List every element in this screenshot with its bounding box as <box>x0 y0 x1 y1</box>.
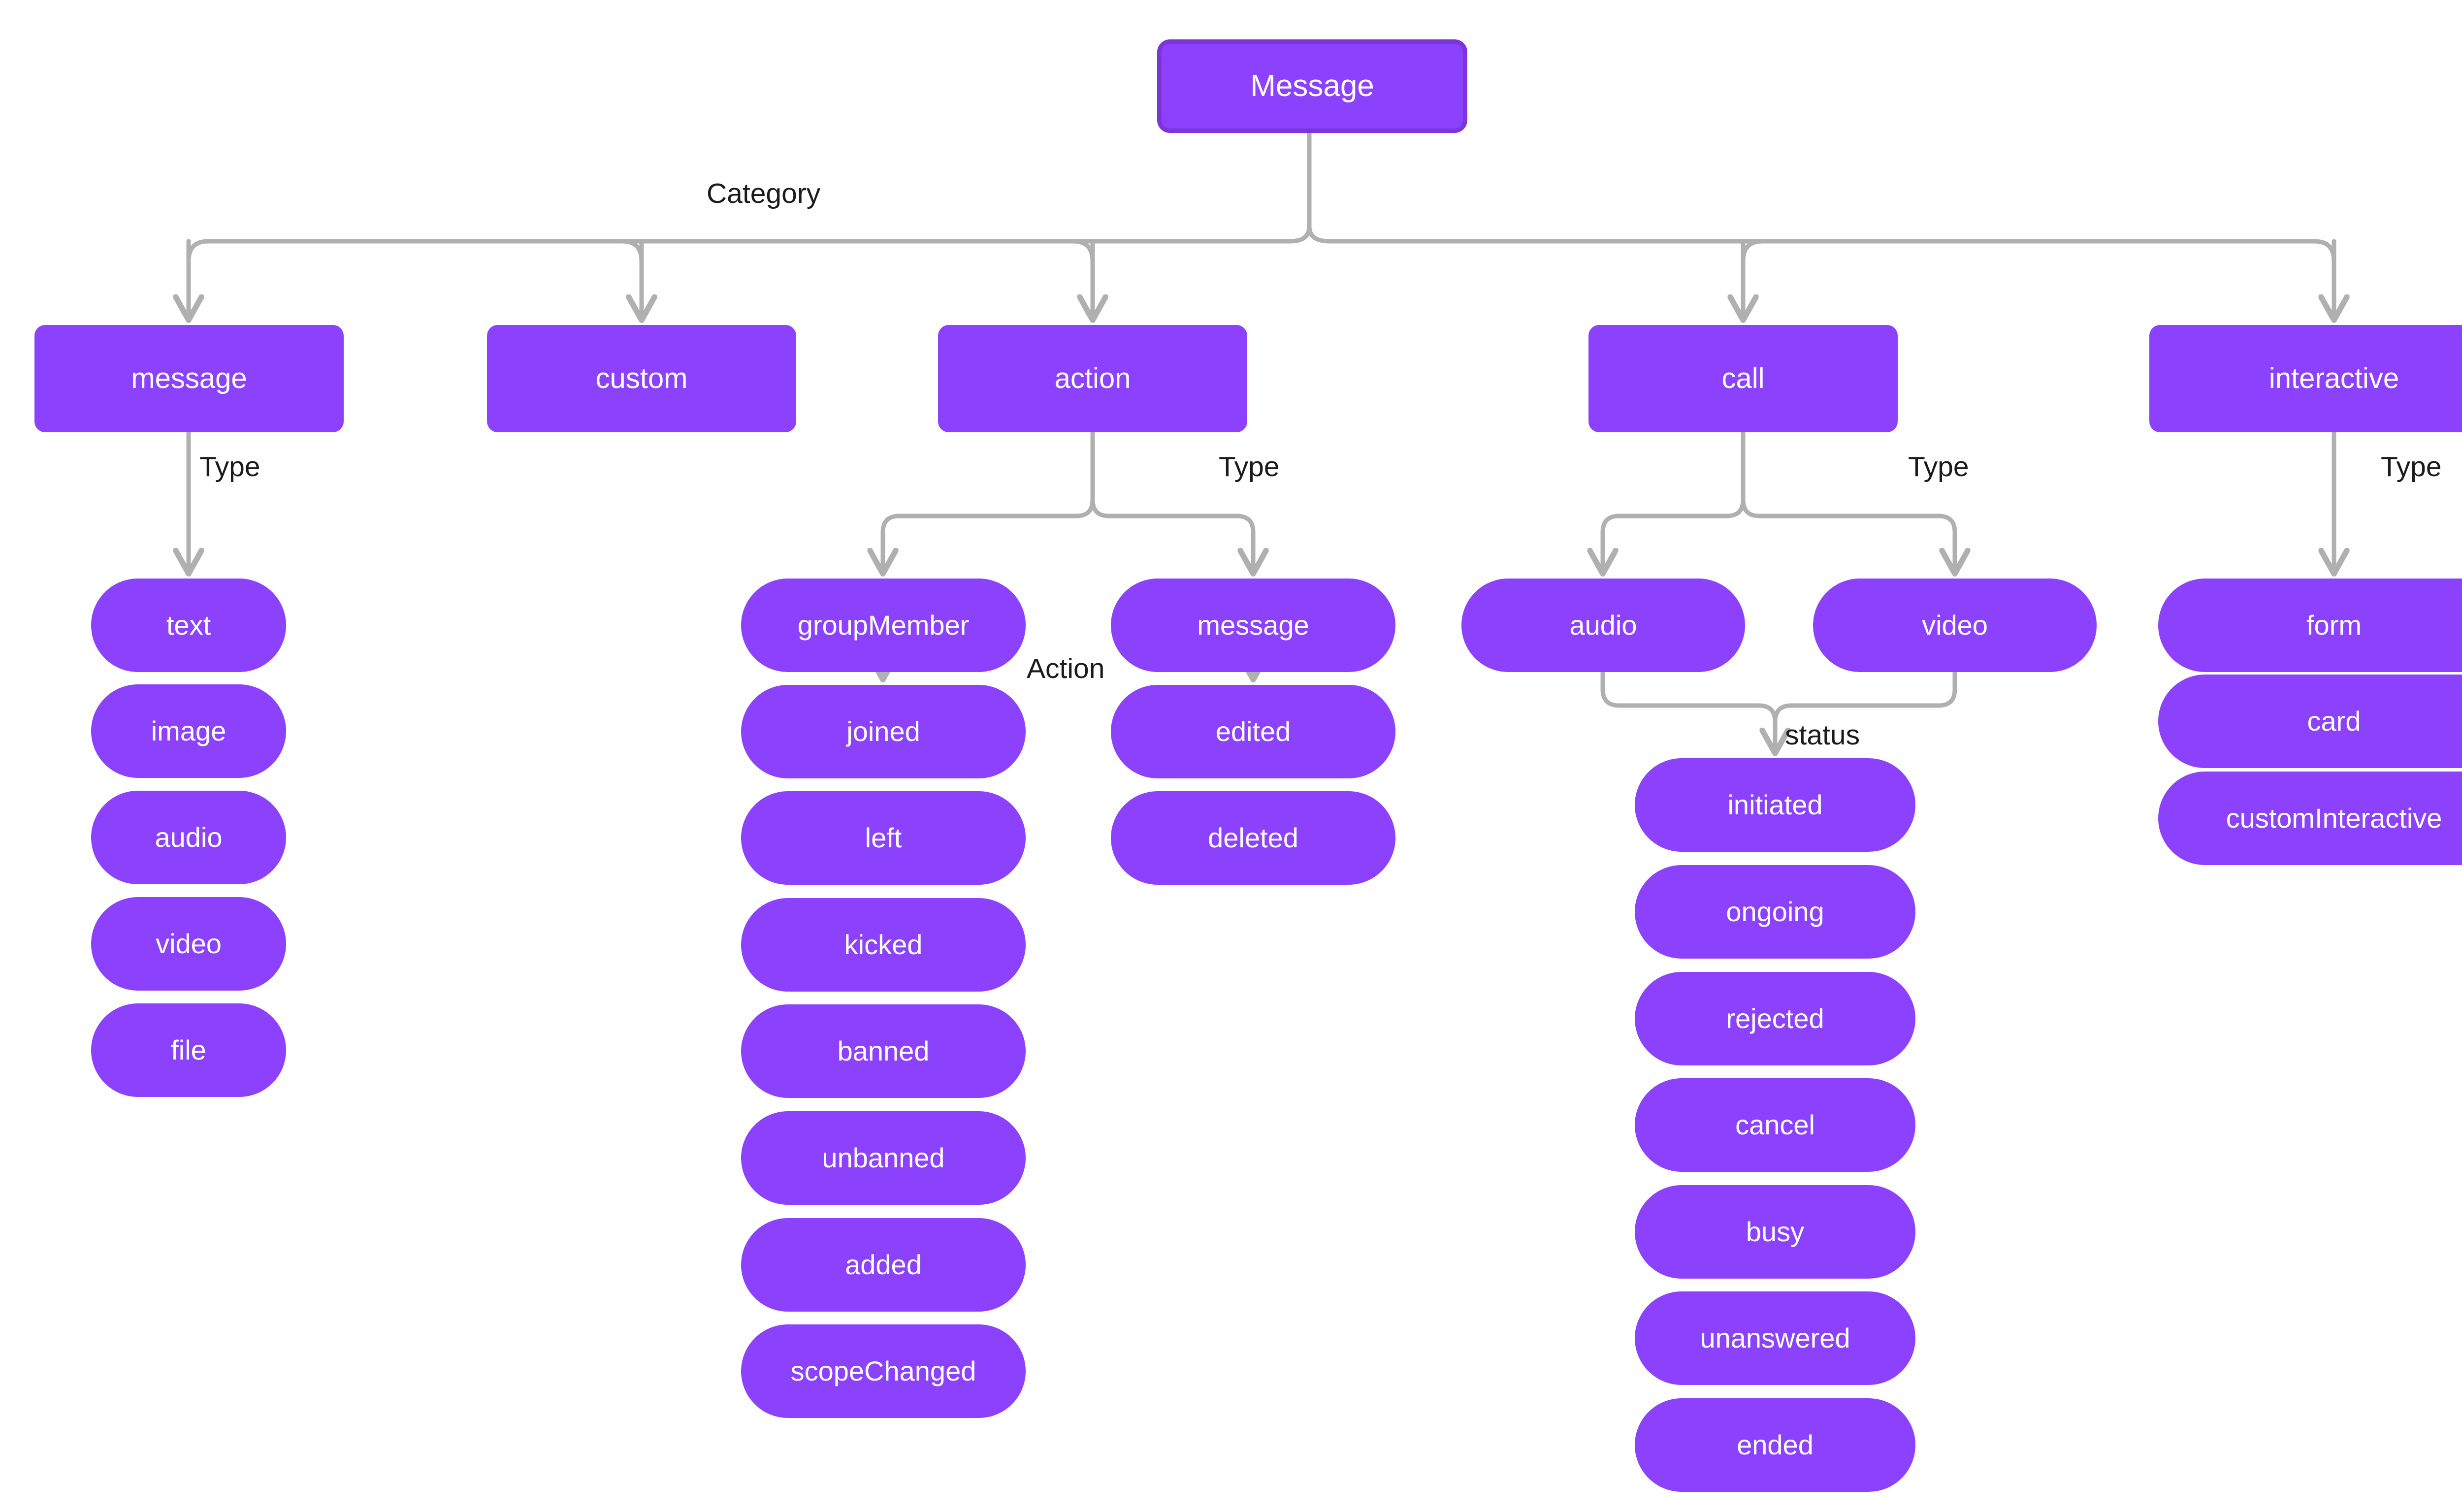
node-groupmember-action-banned[interactable]: banned <box>741 1004 1026 1098</box>
node-label: interactive <box>2268 362 2399 395</box>
node-groupmember-action-left[interactable]: left <box>741 791 1026 885</box>
node-call-status-unanswered[interactable]: unanswered <box>1635 1291 1915 1385</box>
node-label: edited <box>1215 716 1291 747</box>
node-category-call[interactable]: call <box>1588 325 1898 432</box>
edge-label-status: status <box>1785 719 1860 751</box>
node-label: groupMember <box>797 610 970 641</box>
node-category-message[interactable]: message <box>34 325 344 432</box>
node-label: Message <box>1250 68 1374 103</box>
node-label: joined <box>846 716 920 747</box>
node-call-status-cancel[interactable]: cancel <box>1635 1078 1915 1172</box>
node-label: video <box>156 928 222 960</box>
node-label: custom <box>595 362 688 395</box>
node-root-message[interactable]: Message <box>1157 39 1467 133</box>
node-label: audio <box>1569 610 1637 641</box>
node-call-status-ended[interactable]: ended <box>1635 1398 1915 1492</box>
edge-label-type-action: Type <box>1219 451 1280 483</box>
node-interactive-type-form[interactable]: form <box>2158 579 2462 672</box>
node-groupmember-action-added[interactable]: added <box>741 1218 1026 1312</box>
node-label: file <box>171 1034 206 1066</box>
node-label: card <box>2307 706 2361 737</box>
node-message-type-image[interactable]: image <box>91 684 286 778</box>
node-message-type-audio[interactable]: audio <box>91 791 286 884</box>
node-label: busy <box>1746 1216 1805 1248</box>
node-call-status-ongoing[interactable]: ongoing <box>1635 865 1915 959</box>
node-message-action-edited[interactable]: edited <box>1111 685 1395 778</box>
node-message-type-text[interactable]: text <box>91 579 286 672</box>
node-label: action <box>1054 362 1131 395</box>
edge-label-type-message: Type <box>199 451 260 483</box>
node-groupmember-action-joined[interactable]: joined <box>741 685 1026 778</box>
node-label: banned <box>837 1035 930 1067</box>
node-label: left <box>865 822 902 854</box>
edge-label-type-call: Type <box>1908 451 1969 483</box>
node-message-type-file[interactable]: file <box>91 1003 286 1097</box>
node-label: form <box>2306 610 2362 641</box>
node-label: text <box>166 610 211 641</box>
edge-label-type-interactive: Type <box>2381 451 2442 483</box>
node-label: ended <box>1737 1429 1814 1461</box>
node-call-status-initiated[interactable]: initiated <box>1635 758 1915 852</box>
edge-label-action: Action <box>1027 653 1105 684</box>
node-groupmember-action-scopechanged[interactable]: scopeChanged <box>741 1324 1026 1418</box>
node-label: ongoing <box>1726 896 1824 928</box>
node-label: customInteractive <box>2226 803 2442 834</box>
node-category-action[interactable]: action <box>938 325 1247 432</box>
node-action-type-groupmember[interactable]: groupMember <box>741 579 1026 672</box>
node-label: unanswered <box>1700 1322 1850 1354</box>
node-groupmember-action-kicked[interactable]: kicked <box>741 898 1026 992</box>
node-label: added <box>845 1249 922 1281</box>
node-label: call <box>1721 362 1765 395</box>
node-label: image <box>151 715 227 747</box>
node-message-type-video[interactable]: video <box>91 897 286 991</box>
node-groupmember-action-unbanned[interactable]: unbanned <box>741 1111 1026 1205</box>
node-call-type-audio[interactable]: audio <box>1461 579 1745 672</box>
node-label: video <box>1922 610 1988 641</box>
node-category-interactive[interactable]: interactive <box>2149 325 2462 432</box>
node-call-type-video[interactable]: video <box>1813 579 2097 672</box>
node-interactive-type-custominteractive[interactable]: customInteractive <box>2158 772 2462 865</box>
node-interactive-type-card[interactable]: card <box>2158 675 2462 768</box>
node-label: initiated <box>1727 789 1823 821</box>
node-label: audio <box>155 822 223 853</box>
node-action-type-message[interactable]: message <box>1111 579 1395 672</box>
node-label: cancel <box>1735 1109 1815 1141</box>
node-label: message <box>131 362 247 395</box>
node-message-action-deleted[interactable]: deleted <box>1111 791 1395 885</box>
node-call-status-rejected[interactable]: rejected <box>1635 972 1915 1065</box>
node-call-status-busy[interactable]: busy <box>1635 1185 1915 1279</box>
node-label: message <box>1197 610 1309 641</box>
node-label: unbanned <box>822 1142 945 1174</box>
edge-label-category: Category <box>707 178 821 209</box>
node-label: rejected <box>1726 1003 1824 1034</box>
node-category-custom[interactable]: custom <box>487 325 796 432</box>
node-label: deleted <box>1208 822 1298 854</box>
node-label: scopeChanged <box>790 1355 976 1387</box>
node-label: kicked <box>844 929 923 961</box>
